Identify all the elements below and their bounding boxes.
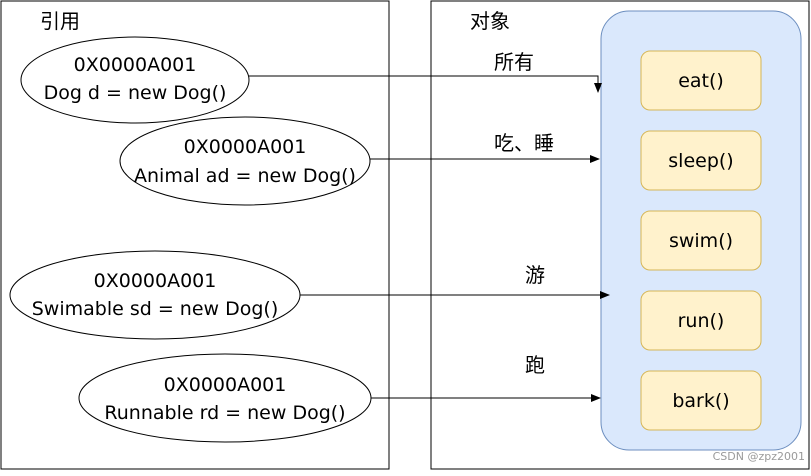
- method-box: [640, 370, 762, 431]
- reference-address: 0X0000A001: [74, 54, 197, 76]
- reference-code: Animal ad = new Dog(): [134, 165, 356, 187]
- method-eat: eat(): [640, 50, 762, 111]
- arrow-label: 游: [525, 263, 545, 287]
- reference-dog-d: 0X0000A001 Dog d = new Dog() 所有: [20, 36, 602, 124]
- method-box: [640, 210, 762, 271]
- reference-code: Dog d = new Dog(): [44, 82, 227, 104]
- method-label: eat(): [678, 70, 724, 92]
- arrow-label: 吃、睡: [494, 131, 554, 155]
- method-box: [640, 50, 762, 111]
- csdn-watermark: CSDN @zpz2001: [713, 450, 805, 463]
- arrow-label: 所有: [494, 50, 534, 74]
- reference-ellipse: [78, 353, 372, 443]
- object-panel-title: 对象: [470, 9, 510, 33]
- method-swim: swim(): [640, 210, 762, 271]
- method-label: run(): [678, 310, 725, 332]
- method-bark: bark(): [640, 370, 762, 431]
- reference-swimable-sd: 0X0000A001 Swimable sd = new Dog() 游: [9, 250, 610, 340]
- reference-address: 0X0000A001: [164, 374, 287, 396]
- method-label: swim(): [669, 230, 733, 252]
- reference-ellipse: [9, 250, 301, 340]
- reference-animal-ad: 0X0000A001 Animal ad = new Dog() 吃、睡: [119, 116, 600, 206]
- method-run: run(): [640, 290, 762, 351]
- reference-address: 0X0000A001: [94, 270, 217, 292]
- method-box: [640, 130, 762, 191]
- reference-panel: [0, 0, 390, 470]
- reference-arrow: [249, 75, 602, 93]
- method-sleep: sleep(): [640, 130, 762, 191]
- reference-address: 0X0000A001: [184, 136, 307, 158]
- reference-code: Swimable sd = new Dog(): [32, 298, 279, 320]
- reference-runnable-rd: 0X0000A001 Runnable rd = new Dog() 跑: [78, 353, 601, 443]
- method-label: sleep(): [668, 150, 733, 172]
- reference-ellipse: [20, 36, 250, 124]
- method-box: [640, 290, 762, 351]
- reference-panel-title: 引用: [40, 9, 80, 33]
- object-panel: [430, 0, 810, 470]
- reference-code: Runnable rd = new Dog(): [104, 402, 345, 424]
- arrow-label: 跑: [525, 353, 545, 377]
- reference-ellipse: [119, 116, 371, 206]
- method-label: bark(): [672, 390, 729, 412]
